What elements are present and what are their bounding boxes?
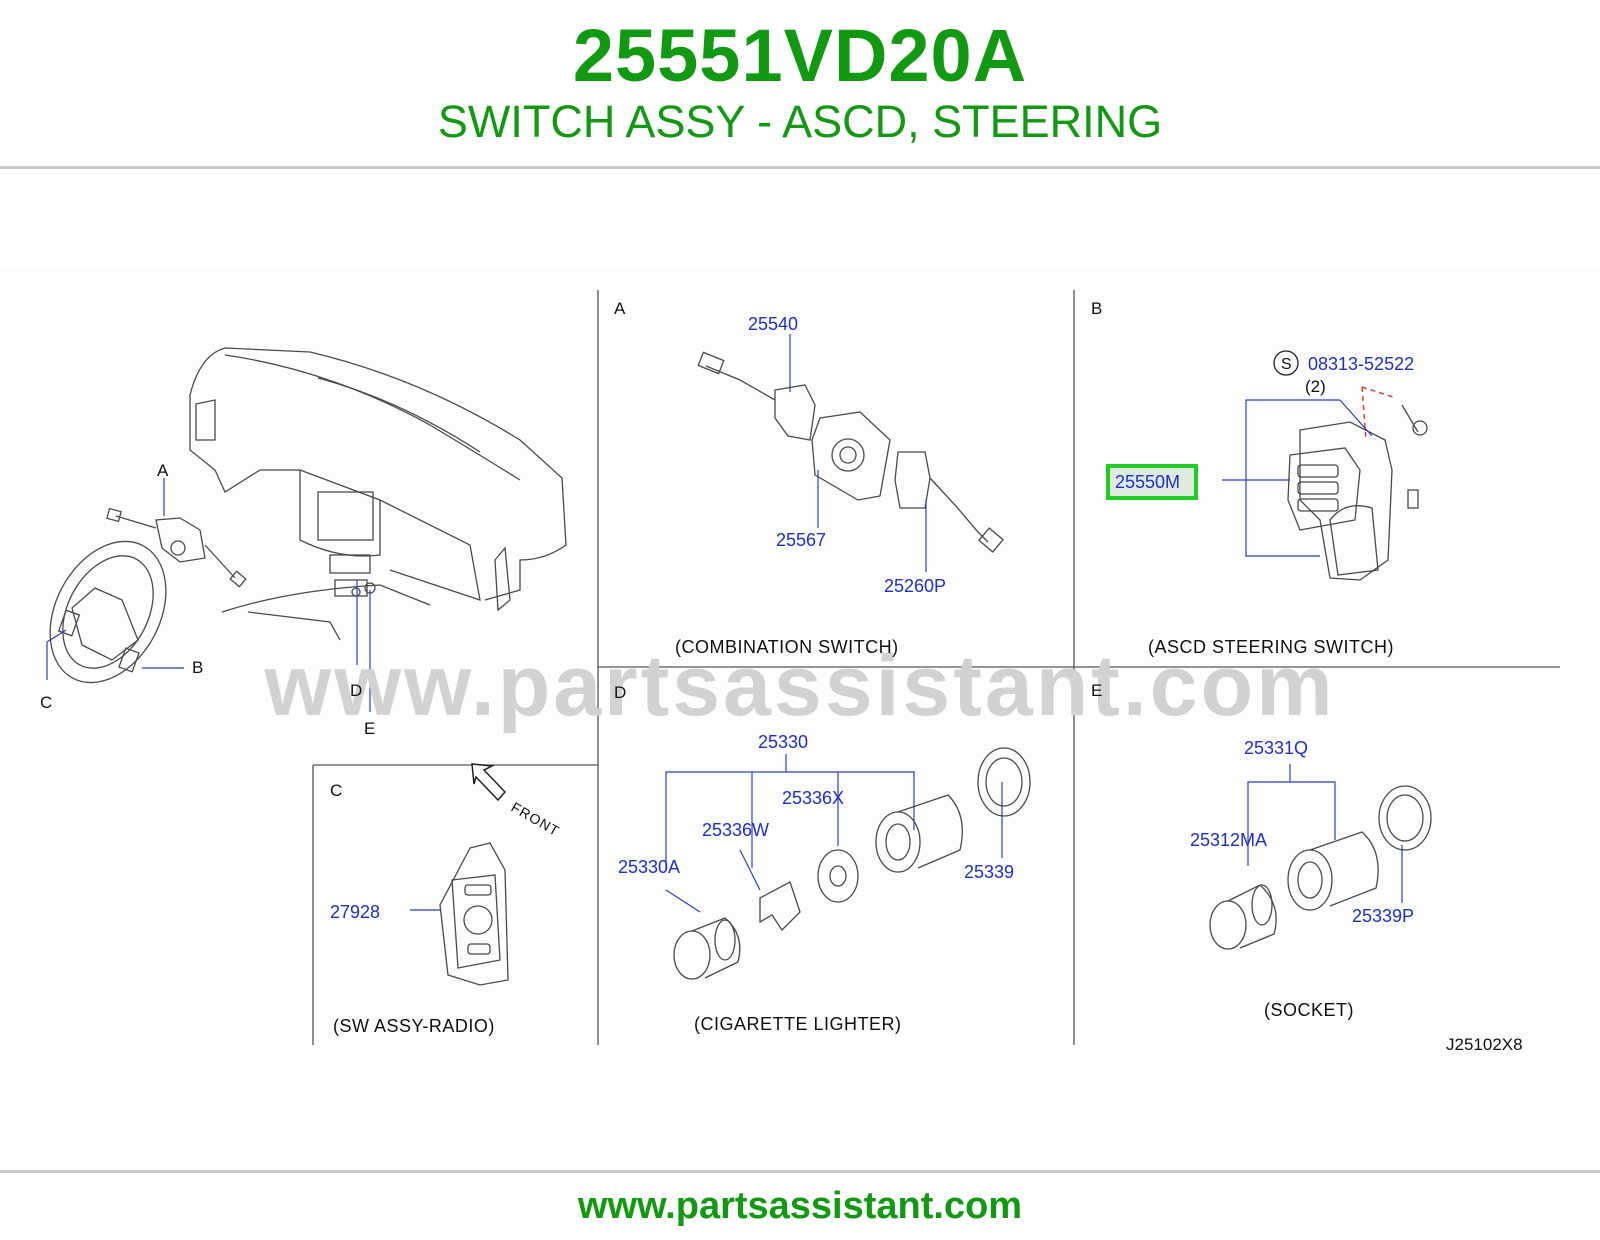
cigarette-lighter-drawing xyxy=(665,747,1031,980)
callout-a: A xyxy=(157,461,169,480)
part-link-25330a[interactable]: 25330A xyxy=(618,857,680,877)
part-link-25260p[interactable]: 25260P xyxy=(884,576,946,596)
callout-e: E xyxy=(364,719,375,738)
part-link-25540[interactable]: 25540 xyxy=(748,314,798,334)
steering-wheel-drawing xyxy=(49,540,167,684)
part-link-25567[interactable]: 25567 xyxy=(776,530,826,550)
watermark-text: www.partsassistant.com xyxy=(263,638,1335,734)
footer-divider xyxy=(0,1170,1600,1173)
part-link-08313-52522[interactable]: 08313-52522 xyxy=(1308,354,1414,374)
part-link-25336w[interactable]: 25336W xyxy=(702,820,769,840)
diagram-code: J25102X8 xyxy=(1446,1035,1523,1054)
part-link-25330[interactable]: 25330 xyxy=(758,732,808,752)
ascd-steering-switch-drawing xyxy=(1222,386,1428,581)
part-number-title: 25551VD20A xyxy=(572,14,1028,97)
socket-drawing xyxy=(1209,764,1432,950)
part-description: SWITCH ASSY - ASCD, STEERING xyxy=(437,96,1163,147)
part-link-27928[interactable]: 27928 xyxy=(330,902,380,922)
callout-d: D xyxy=(350,681,362,700)
part-link-25331q[interactable]: 25331Q xyxy=(1244,738,1308,758)
section-d-letter: D xyxy=(614,683,626,702)
section-a-caption: (COMBINATION SWITCH) xyxy=(675,637,899,657)
section-c-caption: (SW ASSY-RADIO) xyxy=(333,1016,495,1036)
combination-switch-drawing xyxy=(697,334,1004,572)
screw-quantity: (2) xyxy=(1305,377,1326,396)
header-divider xyxy=(0,166,1600,169)
front-arrow-icon xyxy=(471,763,507,802)
section-e-letter: E xyxy=(1091,681,1102,700)
overview-leader-lines xyxy=(46,580,371,712)
footer-url-link[interactable]: www.partsassistant.com xyxy=(577,1185,1023,1227)
section-e-caption: (SOCKET) xyxy=(1264,1000,1354,1020)
section-d-caption: (CIGARETTE LIGHTER) xyxy=(694,1014,902,1034)
part-link-25550m[interactable]: 25550M xyxy=(1115,472,1180,492)
part-link-25336x[interactable]: 25336X xyxy=(782,788,844,808)
section-a-letter: A xyxy=(614,299,626,318)
part-link-25339[interactable]: 25339 xyxy=(964,862,1014,882)
highlighted-part-box[interactable] xyxy=(1106,464,1198,500)
dashboard-overview-drawing xyxy=(189,347,567,641)
section-dividers xyxy=(312,290,1560,1045)
part-link-25312ma[interactable]: 25312MA xyxy=(1190,830,1267,850)
part-link-25339p[interactable]: 25339P xyxy=(1352,906,1414,926)
section-b-caption: (ASCD STEERING SWITCH) xyxy=(1148,637,1394,657)
radio-switch-drawing xyxy=(410,842,509,986)
screw-symbol-badge xyxy=(1273,350,1299,376)
callout-b: B xyxy=(192,658,203,677)
overview-combination-switch-drawing xyxy=(106,478,247,588)
section-c-letter: C xyxy=(330,781,342,800)
callout-c: C xyxy=(40,693,52,712)
diagram-panel xyxy=(0,268,1600,1048)
screw-symbol: S xyxy=(1281,356,1292,373)
section-b-letter: B xyxy=(1091,299,1102,318)
